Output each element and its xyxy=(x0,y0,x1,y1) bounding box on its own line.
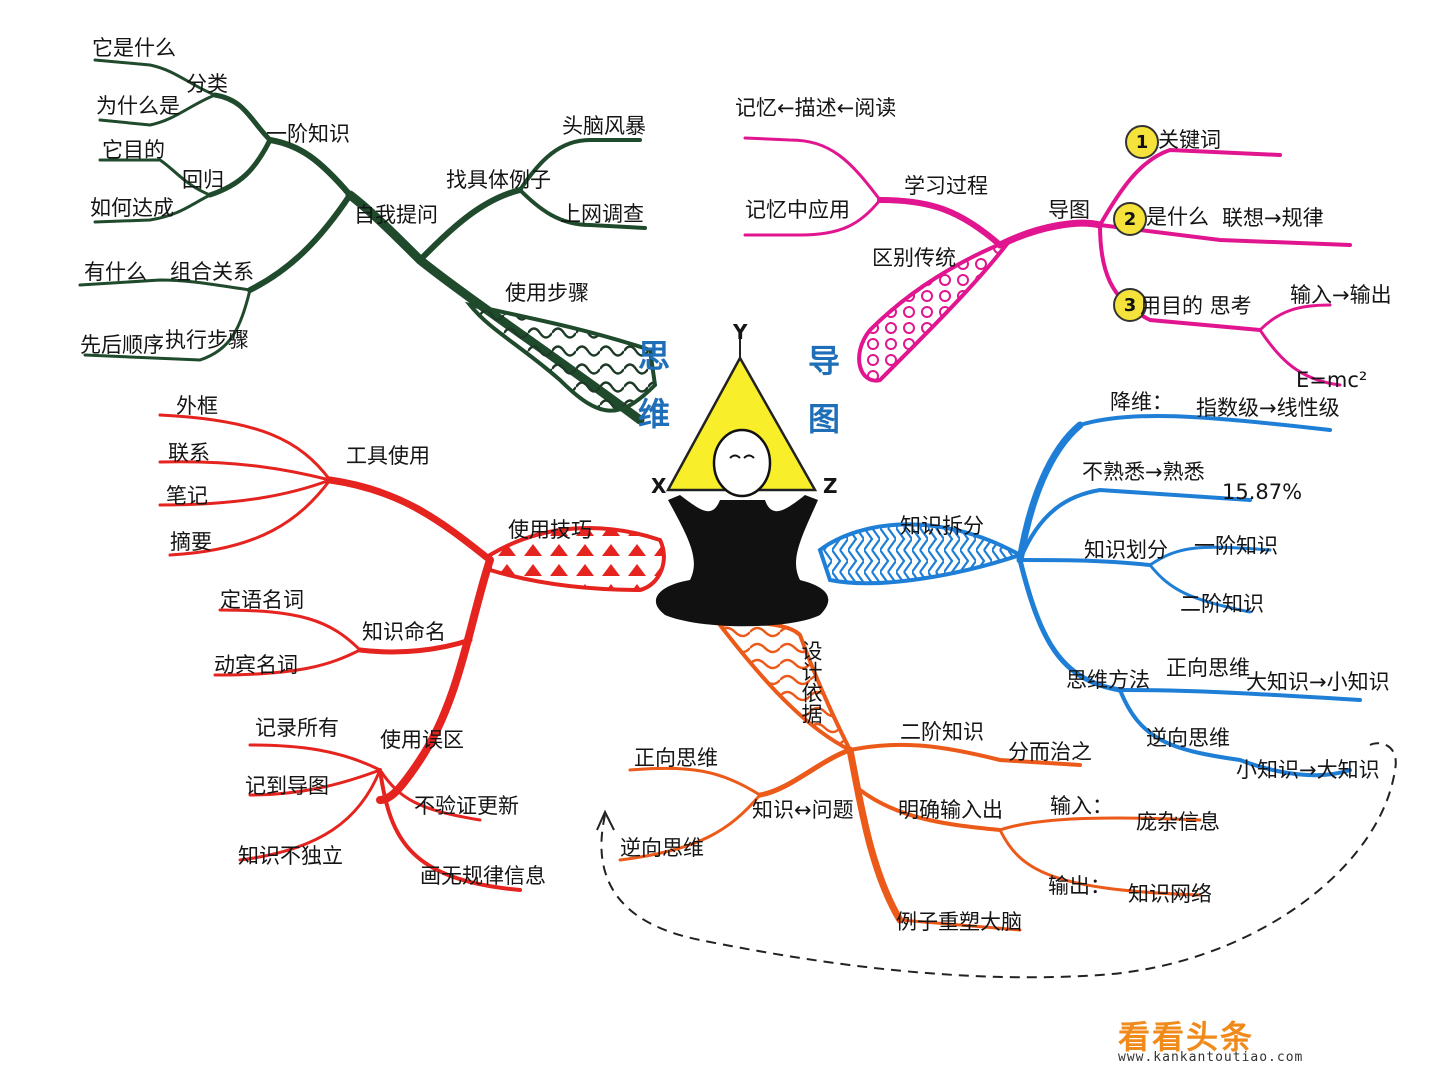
blue-branch xyxy=(817,413,1362,778)
green-a2-label: 回归 xyxy=(182,168,224,192)
orange-main-label: 设计依据 xyxy=(799,640,823,724)
blue-forward-label: 正向思维 xyxy=(1166,656,1250,680)
orange-fill-shape xyxy=(716,621,855,755)
watermark-url: www.kankantoutiao.com xyxy=(1118,1050,1304,1065)
orange-second-label: 二阶知识 xyxy=(900,720,984,744)
pink-num-3: 3 xyxy=(1113,288,1147,322)
green-a2-item-1: 如何达成 xyxy=(90,196,174,220)
pink-num-1: 1 xyxy=(1125,125,1159,159)
red-cautions-item-3: 不验证更新 xyxy=(414,794,519,818)
pink-learn-item-1: 记忆中应用 xyxy=(745,198,850,222)
green-branch xyxy=(78,58,658,425)
green-sub3-item-0: 头脑风暴 xyxy=(562,114,646,138)
red-main-label: 使用技巧 xyxy=(508,518,592,542)
green-sub2-item-2: 先后顺序 xyxy=(80,333,164,357)
title-char-dao: 导 xyxy=(808,342,841,380)
blue-trunk xyxy=(1016,421,1084,564)
orange-example-label: 例子重塑大脑 xyxy=(896,910,1022,934)
red-cautions-item-4: 画无规律信息 xyxy=(420,864,546,888)
dashed-loop xyxy=(600,742,1397,979)
blue-main-label: 知识拆分 xyxy=(900,514,984,538)
blue-method-label: 思维方法 xyxy=(1066,668,1150,692)
title-char-wei: 维 xyxy=(638,395,671,433)
title-char-tu: 图 xyxy=(808,400,841,438)
green-sub2-item-0: 有什么 xyxy=(84,260,147,284)
green-main-label: 自我提问 xyxy=(354,203,438,227)
red-cautions-item-2: 知识不独立 xyxy=(238,844,343,868)
orange-io-label: 明确输入出 xyxy=(898,798,1003,822)
green-sub3-label: 找具体例子 xyxy=(446,168,551,192)
red-tool-label: 工具使用 xyxy=(346,444,430,468)
watermark-brand-b: 头条 xyxy=(1186,1018,1255,1056)
red-tool-item-2: 笔记 xyxy=(166,484,208,508)
green-a2-item-0: 它目的 xyxy=(102,138,165,162)
pink-diff-label: 区别传统 xyxy=(872,246,956,270)
pink-emc-label: E=mc² xyxy=(1296,368,1368,392)
green-sub2-item-1: 组合关系 xyxy=(170,260,254,284)
red-cautions-item-0: 记录所有 xyxy=(255,716,339,740)
blue-dim-label: 降维： xyxy=(1110,390,1173,414)
pink-num-2: 2 xyxy=(1113,202,1147,236)
red-cautions-item-1: 记到导图 xyxy=(245,774,329,798)
pink-main-label: 导图 xyxy=(1048,198,1090,222)
blue-level-item-0: 一阶知识 xyxy=(1194,534,1278,558)
green-sub2-item-3: 执行步骤 xyxy=(165,328,249,352)
pink-fill-shape xyxy=(857,235,1016,383)
blue-forward-value: 大知识→小知识 xyxy=(1246,670,1390,694)
orange-link-item-1: 逆向思维 xyxy=(620,836,704,860)
orange-input-value: 庞杂信息 xyxy=(1136,810,1220,834)
pink-learn-label: 学习过程 xyxy=(904,174,988,198)
figure-head xyxy=(712,428,772,498)
figure-body xyxy=(655,495,829,627)
pink-trunk xyxy=(996,219,1104,249)
red-naming-label: 知识命名 xyxy=(362,620,446,644)
green-a1-item-1: 为什么是 xyxy=(96,94,180,118)
blue-reverse-label: 逆向思维 xyxy=(1146,726,1230,750)
orange-output-label: 输出： xyxy=(1048,874,1111,898)
red-fill-shape xyxy=(488,526,666,593)
watermark-brand-a: 看看 xyxy=(1118,1018,1187,1056)
red-naming-item-0: 定语名词 xyxy=(220,588,304,612)
orange-input-label: 输入： xyxy=(1050,794,1113,818)
pink-learn-item-0: 记忆←描述←阅读 xyxy=(735,96,897,120)
red-tool-item-0: 外框 xyxy=(176,394,218,418)
orange-trunk xyxy=(846,746,904,924)
green-sub3-item-1: 上网调查 xyxy=(560,202,644,226)
axis-z-label: Z xyxy=(823,474,838,498)
orange-divide-label: 分而治之 xyxy=(1008,740,1092,764)
orange-branch xyxy=(618,621,1202,932)
green-a1-label: 分类 xyxy=(186,72,228,96)
orange-link-label: 知识↔问题 xyxy=(752,798,854,822)
pink-keyword-label: 关键词 xyxy=(1158,128,1221,152)
green-sub4-label: 使用步骤 xyxy=(505,281,589,305)
green-sub1-label: 一阶知识 xyxy=(266,122,350,146)
pink-assoc-label: 联想→规律 xyxy=(1222,206,1324,230)
watermark-brand: 看看头条 xyxy=(1118,1012,1254,1058)
blue-dim-value: 指数级→线性级 xyxy=(1196,396,1340,420)
orange-link-item-0: 正向思维 xyxy=(634,746,718,770)
blue-loss-value: 15.87% xyxy=(1222,480,1303,504)
pink-what-label: 是什么 xyxy=(1146,205,1209,229)
blue-level-item-1: 二阶知识 xyxy=(1180,592,1264,616)
central-figure xyxy=(655,330,829,627)
red-cautions-label: 使用误区 xyxy=(380,728,464,752)
orange-output-value: 知识网络 xyxy=(1128,882,1212,906)
pink-io-label: 输入→输出 xyxy=(1290,283,1392,307)
dashed-arrowhead xyxy=(596,809,615,831)
pink-purpose-label: 用目的 思考 xyxy=(1140,294,1252,318)
axis-x-label: X xyxy=(651,474,667,498)
blue-loss-label: 不熟悉→熟悉 xyxy=(1082,460,1205,484)
red-branch xyxy=(158,413,666,892)
title-char-si: 思 xyxy=(638,337,671,375)
axis-y-label: Y xyxy=(733,320,748,344)
red-naming-item-1: 动宾名词 xyxy=(214,653,298,677)
red-tool-item-3: 摘要 xyxy=(170,530,212,554)
red-trunk xyxy=(376,556,494,804)
red-tool-item-1: 联系 xyxy=(168,441,210,465)
blue-level-label: 知识划分 xyxy=(1084,538,1168,562)
blue-reverse-value: 小知识→大知识 xyxy=(1236,758,1380,782)
green-a1-item-0: 它是什么 xyxy=(92,36,176,60)
green-fill-shape xyxy=(464,301,658,413)
